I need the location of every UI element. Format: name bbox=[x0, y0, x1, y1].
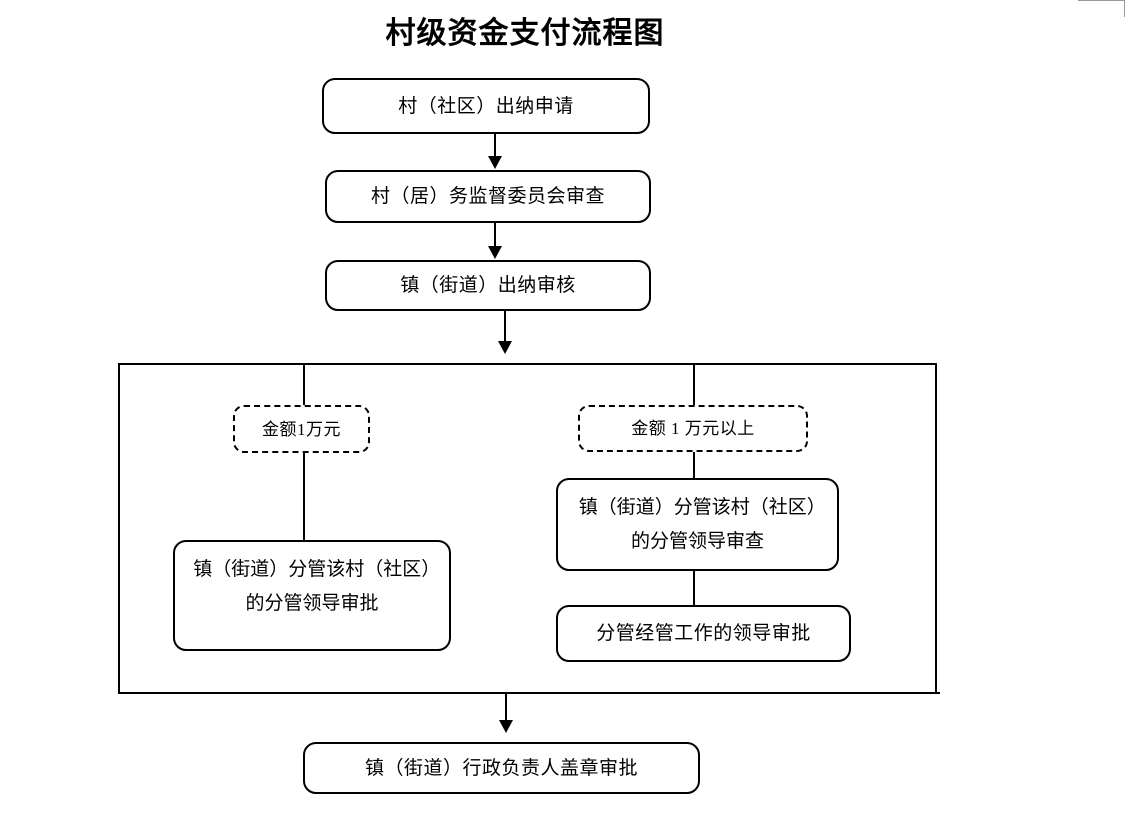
split-bracket-right-drop bbox=[935, 363, 937, 693]
condition-amount-under-10k[interactable]: 金额1万元 bbox=[233, 405, 370, 453]
merge-bracket-bottom bbox=[118, 692, 940, 694]
connector-n2-n3 bbox=[494, 223, 496, 248]
connector-merge-to-final bbox=[505, 692, 507, 722]
arrowhead-n3-split bbox=[498, 341, 512, 354]
node-village-cashier-application[interactable]: 村（社区）出纳申请 bbox=[322, 78, 650, 134]
connector-n3-split bbox=[504, 311, 506, 343]
connector-split-cond-left bbox=[303, 363, 305, 408]
arrowhead-n2-n3 bbox=[488, 246, 502, 259]
arrowhead-merge-to-final bbox=[499, 720, 513, 733]
node-town-village-leader-approval[interactable]: 镇（街道）分管该村（社区）的分管领导审批 bbox=[173, 540, 451, 651]
node-management-leader-approval[interactable]: 分管经管工作的领导审批 bbox=[556, 605, 851, 662]
split-bracket-top bbox=[118, 363, 935, 365]
connector-split-cond-right bbox=[693, 363, 695, 408]
node-town-village-leader-review[interactable]: 镇（街道）分管该村（社区）的分管领导审查 bbox=[556, 478, 839, 571]
arrowhead-n1-n2 bbox=[488, 156, 502, 169]
page-corner-mark bbox=[1078, 0, 1125, 17]
connector-cond-right-to-review bbox=[693, 452, 695, 479]
split-bracket-left-drop bbox=[118, 363, 120, 693]
node-town-cashier-audit[interactable]: 镇（街道）出纳审核 bbox=[325, 260, 651, 311]
node-supervision-committee-review[interactable]: 村（居）务监督委员会审查 bbox=[325, 170, 651, 223]
condition-amount-over-10k[interactable]: 金额 1 万元以上 bbox=[578, 405, 808, 452]
node-town-admin-seal-approval[interactable]: 镇（街道）行政负责人盖章审批 bbox=[303, 742, 700, 794]
connector-n1-n2 bbox=[494, 134, 496, 158]
connector-review-to-management-approval bbox=[693, 571, 695, 606]
connector-cond-left-to-approval bbox=[303, 453, 305, 541]
page-title: 村级资金支付流程图 bbox=[385, 17, 665, 50]
